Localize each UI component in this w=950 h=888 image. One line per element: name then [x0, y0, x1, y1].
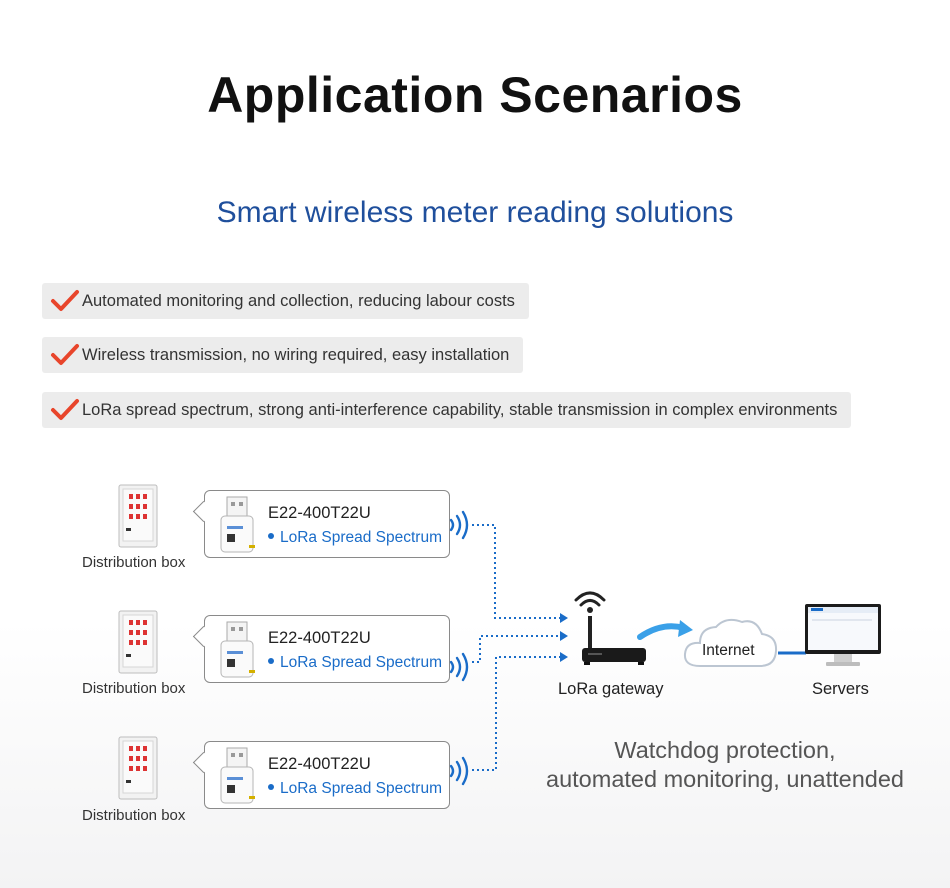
benefit-item: LoRa spread spectrum, strong anti-interf… — [42, 392, 852, 428]
module-model: E22-400T22U — [268, 629, 371, 647]
checkmark-icon — [51, 399, 79, 420]
wireless-signal-icon — [449, 652, 469, 682]
module-feature: LoRa Spread Spectrum — [268, 529, 442, 547]
caption: Watchdog protection, automated monitorin… — [500, 736, 950, 794]
servers-label: Servers — [812, 680, 869, 698]
arrowhead-2 — [560, 631, 568, 641]
module-feature-text: LoRa Spread Spectrum — [280, 780, 442, 797]
benefit-text: LoRa spread spectrum, strong anti-interf… — [82, 400, 838, 419]
benefit-item: Wireless transmission, no wiring require… — [42, 337, 524, 373]
internet-cloud-icon — [683, 618, 778, 667]
distribution-box-icon — [118, 736, 158, 800]
page-subtitle: Smart wireless meter reading solutions — [216, 196, 734, 229]
caption-line-2: automated monitoring, unattended — [546, 766, 904, 792]
usb-dongle-icon — [220, 621, 255, 678]
internet-label: Internet — [702, 642, 755, 659]
server-monitor-icon — [805, 604, 881, 666]
distribution-box-label: Distribution box — [82, 680, 186, 697]
distribution-box-icon — [118, 610, 158, 674]
distribution-box-label: Distribution box — [82, 807, 186, 824]
module-card: E22-400T22U LoRa Spread Spectrum — [192, 490, 450, 558]
module-model: E22-400T22U — [268, 755, 371, 773]
module-card: E22-400T22U LoRa Spread Spectrum — [192, 615, 450, 683]
uplink-arrowhead — [678, 620, 693, 637]
arrowhead-1 — [560, 613, 568, 623]
usb-dongle-icon — [220, 496, 255, 553]
usb-dongle-icon — [220, 747, 255, 804]
benefit-text: Automated monitoring and collection, red… — [82, 291, 515, 310]
lora-gateway-icon — [574, 591, 646, 665]
wireless-signal-icon — [449, 510, 469, 540]
module-model: E22-400T22U — [268, 504, 371, 522]
checkmark-icon — [51, 344, 79, 365]
arrowhead-3 — [560, 652, 568, 662]
link-line-1 — [472, 524, 560, 619]
wireless-signal-icon — [449, 756, 469, 786]
checkmark-icon — [51, 290, 79, 311]
module-feature-text: LoRa Spread Spectrum — [280, 529, 442, 546]
distribution-box-label: Distribution box — [82, 554, 186, 571]
page-title: Application Scenarios — [207, 67, 743, 123]
distribution-box-icon — [118, 484, 158, 548]
benefit-text: Wireless transmission, no wiring require… — [82, 345, 510, 364]
link-line-2 — [472, 635, 560, 663]
module-card: E22-400T22U LoRa Spread Spectrum — [192, 741, 450, 809]
gateway-label: LoRa gateway — [558, 680, 664, 698]
module-feature: LoRa Spread Spectrum — [268, 780, 442, 798]
module-feature-text: LoRa Spread Spectrum — [280, 654, 442, 671]
module-feature: LoRa Spread Spectrum — [268, 654, 442, 672]
caption-line-1: Watchdog protection, — [614, 737, 836, 763]
benefit-item: Automated monitoring and collection, red… — [42, 283, 529, 319]
link-line-3 — [472, 656, 560, 771]
